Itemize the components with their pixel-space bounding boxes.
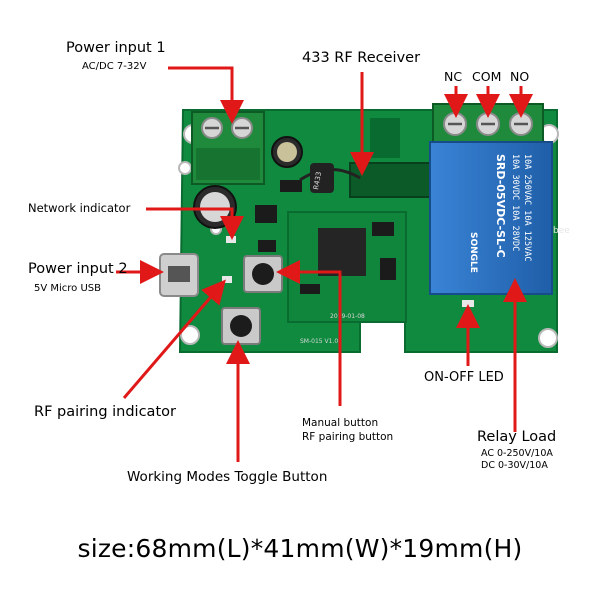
relay-print-line3: 10A 30VDC 10A 28VDC: [510, 154, 520, 251]
relay-print-line2: 10A 250VAC 10A 125VAC: [522, 154, 532, 261]
mounting-hole: [180, 325, 200, 345]
label-power-input-1: Power input 1: [66, 40, 166, 56]
power-terminal-block: [191, 111, 265, 185]
label-power-input-1-spec: AC/DC 7-32V: [82, 61, 147, 72]
label-com: COM: [472, 69, 502, 84]
relay: 10A 250VAC 10A 125VAC 10A 30VDC 10A 28VD…: [429, 141, 553, 295]
label-power-input-2: Power input 2: [28, 261, 128, 277]
arrow-rf-pairing-indicator: [122, 279, 226, 399]
date-code: 2019-01-08: [330, 313, 365, 320]
label-nc: NC: [444, 69, 463, 84]
rf-pairing-led: [222, 276, 232, 283]
label-no: NO: [510, 69, 530, 84]
capacitor-large: [193, 185, 237, 229]
network-led: [226, 236, 236, 243]
manual-button[interactable]: [243, 255, 283, 293]
module-label: SM-015 V1.0: [300, 338, 338, 345]
relay-brand: SONGLE: [468, 232, 478, 273]
label-relay-load-ac: AC 0-250V/10A: [481, 448, 553, 459]
micro-usb-port: [159, 253, 199, 297]
label-on-off-led: ON-OFF LED: [424, 370, 504, 385]
size-caption: size:68mm(L)*41mm(W)*19mm(H): [77, 534, 523, 563]
arrow-network-indicator: [146, 207, 244, 240]
annotation-arrows: [116, 66, 533, 462]
label-network-indicator: Network indicator: [28, 201, 131, 215]
capacitor-small: [271, 136, 303, 168]
on-off-led: [462, 300, 474, 307]
label-working-modes-button: Working Modes Toggle Button: [127, 469, 328, 485]
wifi-module: 2019-01-08 SM-015 V1.0: [287, 211, 407, 345]
arrow-manual-button: [276, 260, 342, 406]
label-relay-load-dc: DC 0-30V/10A: [481, 460, 548, 471]
bee-print: bee: [553, 226, 570, 236]
label-rf-pairing-indicator: RF pairing indicator: [34, 404, 176, 420]
label-manual-button: Manual button: [302, 417, 379, 429]
label-power-input-2-spec: 5V Micro USB: [34, 283, 102, 294]
rf-module-print: R433: [312, 171, 323, 190]
working-modes-toggle-button[interactable]: [221, 307, 261, 345]
relay-print-model: SRD-05VDC-SL-C: [494, 154, 507, 258]
mounting-hole: [538, 328, 558, 348]
label-rf-pairing-button: RF pairing button: [302, 431, 394, 443]
arrow-power-input-1: [168, 66, 244, 124]
label-relay-load: Relay Load: [477, 429, 557, 445]
label-rf-receiver: 433 RF Receiver: [302, 50, 421, 66]
